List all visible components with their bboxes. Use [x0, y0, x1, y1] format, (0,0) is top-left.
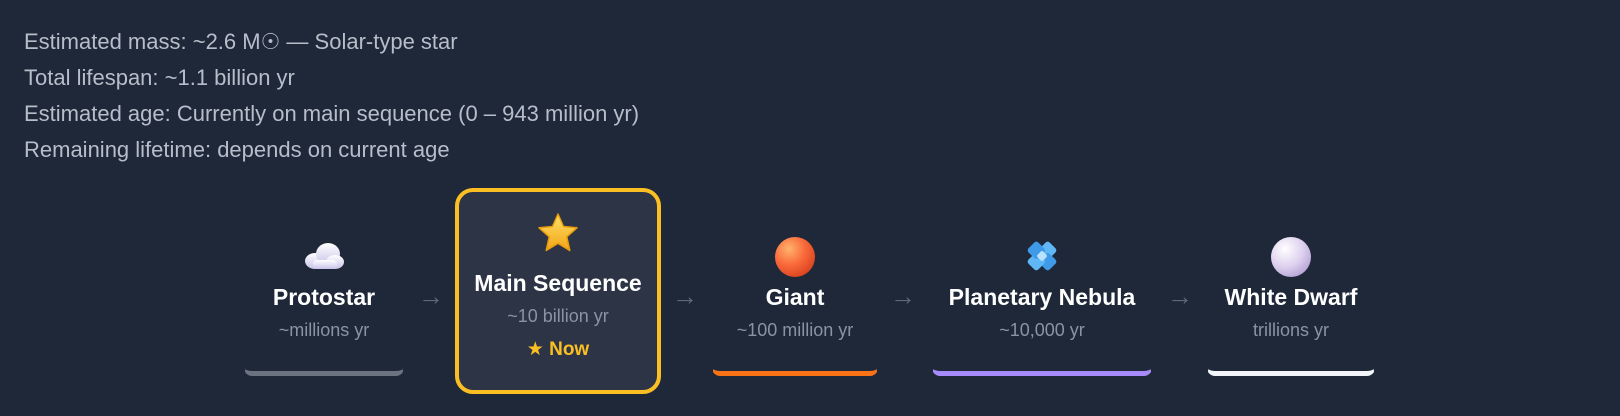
arrow-icon: →: [672, 281, 698, 311]
estimated-age-text: Estimated age: Currently on main sequenc…: [24, 101, 640, 126]
stage-accent-bar: [712, 368, 878, 376]
remaining-lifetime-text: Remaining lifetime: depends on current a…: [24, 137, 450, 162]
stage-name: Main Sequence: [474, 270, 642, 296]
stage-duration: trillions yr: [1252, 320, 1329, 340]
arrow-icon: →: [890, 281, 916, 311]
star-info-panel: Estimated mass: ~2.6 M☉ — Solar-type sta…: [24, 28, 639, 172]
estimated-mass-text: Estimated mass: ~2.6 M☉ — Solar-type sta…: [24, 29, 458, 54]
current-stage-badge: ★ Now: [526, 339, 590, 360]
cloud-icon: [303, 240, 345, 277]
stage-duration: ~millions yr: [278, 320, 370, 340]
stage-accent-bar: [244, 368, 404, 376]
stage-white-dwarf[interactable]: White Dwarf trillions yr: [1207, 230, 1375, 376]
arrow-icon: →: [418, 281, 444, 311]
nebula-icon: [1024, 238, 1060, 279]
stage-planetary-nebula[interactable]: Planetary Nebula ~10,000 yr: [932, 230, 1152, 376]
stage-duration: ~10,000 yr: [999, 320, 1085, 340]
stage-accent-bar: [1207, 368, 1375, 376]
stage-duration: ~100 million yr: [736, 320, 854, 340]
stage-name: Protostar: [272, 284, 376, 310]
star-icon: [536, 212, 580, 259]
white-sphere-icon: [1270, 236, 1312, 283]
arrow-icon: →: [1167, 281, 1193, 311]
stage-protostar[interactable]: Protostar ~millions yr: [244, 230, 404, 376]
stage-name: White Dwarf: [1224, 284, 1358, 310]
stage-name: Giant: [765, 284, 825, 310]
orange-sphere-icon: [774, 236, 816, 283]
stage-accent-bar: [932, 368, 1152, 376]
stage-main-sequence[interactable]: Main Sequence ~10 billion yr ★ Now: [455, 188, 661, 394]
stage-duration: ~10 billion yr: [507, 306, 609, 326]
total-lifespan-text: Total lifespan: ~1.1 billion yr: [24, 65, 295, 90]
stage-giant[interactable]: Giant ~100 million yr: [712, 230, 878, 376]
stage-name: Planetary Nebula: [948, 284, 1136, 310]
